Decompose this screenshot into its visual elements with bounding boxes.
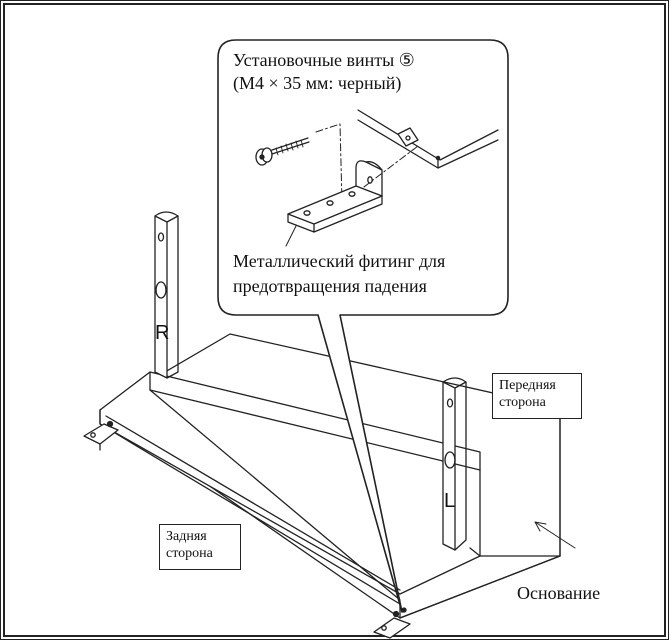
callout-bubble (217, 39, 509, 613)
base-label: Основание (517, 583, 601, 603)
foot-bracket-right (373, 617, 411, 639)
post-l-letter: L (444, 490, 456, 512)
post-r-letter: R (155, 322, 170, 344)
fitting-label-line1: Металлический фитинг для (233, 251, 446, 271)
screw-illustration (255, 137, 310, 166)
fitting-label-line2: предотвращения падения (233, 276, 427, 296)
front-side-label: Передняя сторона (492, 373, 582, 419)
board-corner-illustration (357, 109, 499, 169)
fitting-illustration (287, 160, 383, 233)
inner-frame (3, 3, 666, 637)
screws-label-line1: Установочные винты ⑤ (233, 50, 415, 70)
front-side-line2: сторона (499, 395, 546, 410)
foot-bracket-left (83, 423, 119, 451)
back-side-line2: сторона (166, 546, 213, 561)
back-side-line1: Задняя (166, 529, 207, 544)
post-r (154, 211, 179, 379)
front-side-line1: Передняя (499, 378, 556, 393)
back-side-label: Задняя сторона (159, 524, 241, 570)
screws-label-line2: (M4 × 35 мм: черный) (233, 73, 402, 93)
post-l (442, 377, 467, 551)
